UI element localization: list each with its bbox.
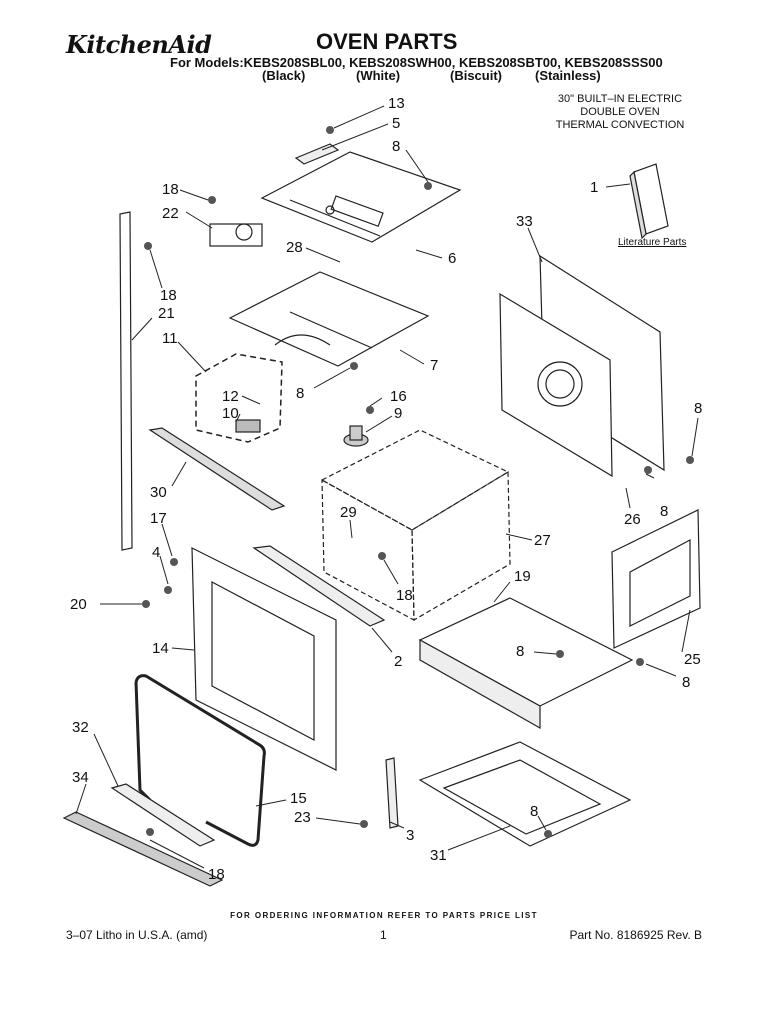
model-list: For Models:KEBS208SBL00, KEBS208SWH00, K… xyxy=(170,55,663,70)
callout-14: 14 xyxy=(152,640,169,657)
part-number: Part No. 8186925 Rev. B xyxy=(569,928,702,942)
callout-8: 8 xyxy=(660,503,668,520)
callout-11: 11 xyxy=(162,330,178,347)
page-title: OVEN PARTS xyxy=(316,29,458,54)
callout-30: 30 xyxy=(150,484,167,501)
screw-set xyxy=(142,126,694,838)
callout-12: 12 xyxy=(222,388,239,405)
description-line: DOUBLE OVEN xyxy=(580,106,660,118)
callout-28: 28 xyxy=(286,239,303,256)
callout-2: 2 xyxy=(394,653,402,670)
callout-19: 19 xyxy=(514,568,531,585)
wire-harness-outline xyxy=(195,353,283,443)
callout-21: 21 xyxy=(158,305,175,322)
oven-top-panel xyxy=(228,271,430,367)
callout-5: 5 xyxy=(392,115,400,132)
literature-booklet xyxy=(629,163,669,240)
door-trim xyxy=(62,811,224,887)
callout-10: 10 xyxy=(222,405,239,422)
top-panel xyxy=(260,151,462,243)
callout-labels: 13 5 8 1 18 22 33 28 6 18 21 11 7 12 8 1… xyxy=(70,95,702,883)
color-white: (White) xyxy=(356,68,401,83)
callout-4: 4 xyxy=(152,544,160,561)
literature-parts-label: Literature Parts xyxy=(618,237,687,248)
part-10-label-plate xyxy=(235,419,261,433)
callout-18: 18 xyxy=(208,866,225,883)
page-number: 1 xyxy=(380,928,387,942)
color-stainless: (Stainless) xyxy=(535,68,601,83)
ordering-note: FOR ORDERING INFORMATION REFER TO PARTS … xyxy=(230,911,538,920)
front-frame xyxy=(191,547,337,771)
thermostat-assembly xyxy=(209,223,263,247)
callout-27: 27 xyxy=(534,532,551,549)
vent-louver xyxy=(148,427,286,511)
callout-25: 25 xyxy=(684,651,701,668)
callout-18: 18 xyxy=(396,587,413,604)
callout-16: 16 xyxy=(390,388,407,405)
callout-8: 8 xyxy=(682,674,690,691)
callout-8: 8 xyxy=(530,803,538,820)
callout-7: 7 xyxy=(430,357,438,374)
litho-text: 3–07 Litho in U.S.A. (amd) xyxy=(66,928,208,942)
callout-20: 20 xyxy=(70,596,87,613)
kitchenaid-logo: KitchenAid xyxy=(66,30,212,59)
heat-element xyxy=(343,425,369,447)
description-line: 30" BUILT–IN ELECTRIC xyxy=(557,93,683,105)
oven-description: 30" BUILT–IN ELECTRIC DOUBLE OVEN THERMA… xyxy=(540,93,700,132)
callout-1: 1 xyxy=(590,179,598,196)
hinge-bracket xyxy=(385,757,399,829)
side-bracket xyxy=(611,509,701,649)
callout-22: 22 xyxy=(162,205,179,222)
callout-17: 17 xyxy=(150,510,167,527)
gasket-strip xyxy=(110,783,216,847)
callout-18: 18 xyxy=(160,287,177,304)
callout-15: 15 xyxy=(290,790,307,807)
color-biscuit: (Biscuit) xyxy=(450,68,502,83)
callout-13: 13 xyxy=(388,95,405,112)
description-line: THERMAL CONVECTION xyxy=(555,119,685,131)
callout-9: 9 xyxy=(394,405,402,422)
bottom-tray xyxy=(418,741,632,847)
callout-31: 31 xyxy=(430,847,447,864)
oven-cavity xyxy=(320,429,511,622)
trim-rail xyxy=(252,545,386,627)
callout-8: 8 xyxy=(392,138,400,155)
oven-shelf xyxy=(418,597,634,730)
bracket-part-5 xyxy=(294,143,340,165)
callout-8: 8 xyxy=(694,400,702,417)
callout-8: 8 xyxy=(296,385,304,402)
callout-18: 18 xyxy=(162,181,179,198)
callout-6: 6 xyxy=(448,250,456,267)
callout-32: 32 xyxy=(72,719,89,736)
callout-8: 8 xyxy=(516,643,524,660)
callout-33: 33 xyxy=(516,213,533,230)
callout-34: 34 xyxy=(72,769,89,786)
side-trim-strip xyxy=(119,211,133,551)
callout-26: 26 xyxy=(624,511,641,528)
rear-panel xyxy=(499,254,665,478)
callout-23: 23 xyxy=(294,809,311,826)
callout-29: 29 xyxy=(340,504,357,521)
color-black: (Black) xyxy=(262,68,306,83)
leader-lines xyxy=(75,105,699,869)
callout-3: 3 xyxy=(406,827,414,844)
